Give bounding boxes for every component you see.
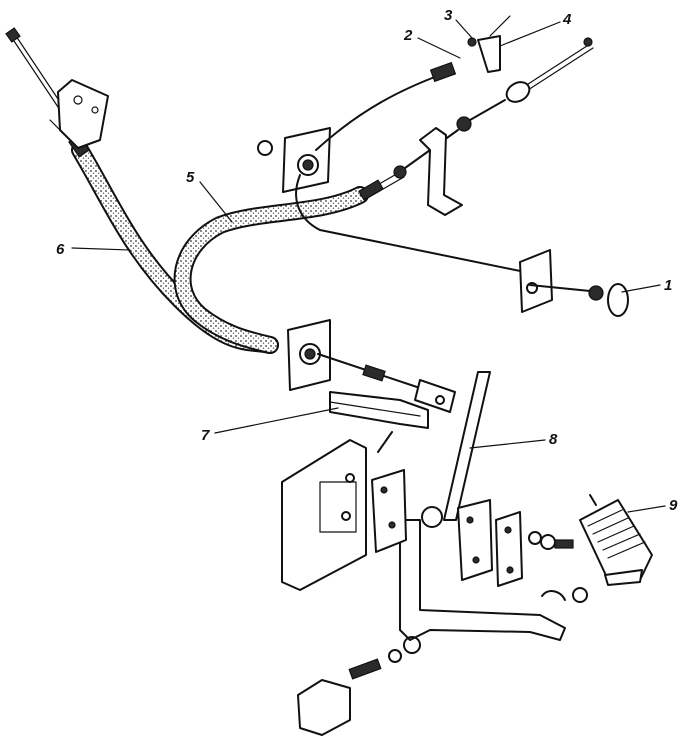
bracket-4	[467, 15, 511, 73]
clutch-cable-6	[5, 27, 279, 354]
intermediate-lever-7	[329, 391, 429, 453]
callout-3: 3	[444, 7, 453, 24]
callout-8: 8	[549, 431, 558, 448]
callout-1: 1	[664, 277, 672, 294]
cable-bracket-top-left	[49, 79, 109, 149]
lower-cable-plate	[287, 319, 456, 413]
z-bracket	[419, 127, 463, 216]
firewall-grommet-plate	[257, 127, 526, 273]
callout-7: 7	[201, 427, 210, 444]
cable-sheath-5	[173, 171, 405, 354]
pedal-rod-8	[399, 371, 566, 641]
callout-2: 2	[403, 27, 413, 44]
callout-5: 5	[186, 169, 195, 186]
callout-4: 4	[562, 11, 572, 28]
callout-labels: 1 2 3 4 5 6 7 8 9	[56, 7, 678, 514]
callout-9: 9	[669, 497, 678, 514]
choke-knob-1	[519, 249, 629, 317]
bolt-and-washers	[528, 494, 597, 603]
callout-6: 6	[56, 241, 65, 258]
cable-2	[315, 61, 457, 151]
pedal-pad-9	[579, 499, 653, 586]
leader-lines	[71, 19, 666, 513]
pedal-bracket-plate	[281, 439, 367, 591]
bottom-fasteners	[297, 636, 421, 736]
hinge-plates	[371, 469, 523, 587]
